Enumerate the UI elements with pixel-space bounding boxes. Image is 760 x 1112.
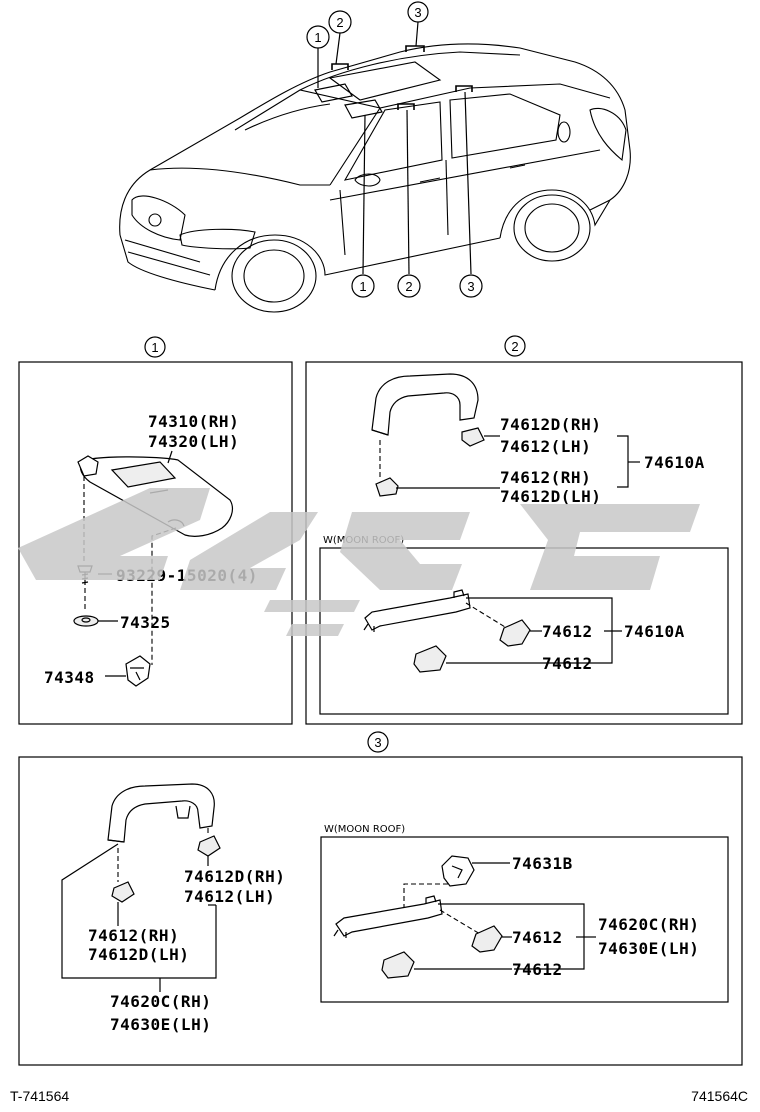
svg-text:2: 2 (511, 339, 518, 354)
car-callout-3-bottom: 3 (459, 274, 483, 298)
assist-grip-part (371, 373, 479, 436)
label-74612d-lh-bottom: 74612D(LH) (500, 487, 601, 506)
car-callout-2-bottom: 2 (397, 274, 421, 298)
svg-text:3: 3 (374, 735, 381, 750)
moonroof-grip-part-2 (363, 589, 471, 632)
label-74630e-lh: 74630E(LH) (110, 1015, 211, 1034)
moonroof-cap-a-2 (499, 619, 531, 647)
label-74620c-rh: 74620C(RH) (110, 992, 211, 1011)
bushing-part (73, 615, 99, 627)
moonroof-cap-a-3 (471, 925, 503, 953)
car-callout-2-top: 2 (328, 10, 352, 34)
label-74612-lh-top: 74612(LH) (500, 437, 591, 456)
label-74610a-mr: 74610A (624, 622, 685, 641)
rear-cap-right-part (197, 835, 221, 857)
label-74320-lh: 74320(LH) (148, 432, 239, 451)
car-illustration (119, 43, 631, 313)
car-callout-3-top: 3 (407, 1, 429, 23)
car-callout-leaders (317, 21, 472, 275)
label-74631b: 74631B (512, 854, 573, 873)
rear-assist-grip-part (107, 783, 215, 843)
label-74612d-rh-top: 74612D(RH) (500, 415, 601, 434)
hook-part (441, 855, 475, 887)
label-74348: 74348 (44, 668, 95, 687)
label-74612-rh-rear: 74612(RH) (88, 926, 179, 945)
label-74620c-rh-mr: 74620C(RH) (598, 915, 699, 934)
label-74610a: 74610A (644, 453, 705, 472)
watermark-logo (18, 488, 700, 636)
section-callout-3: 3 (367, 731, 389, 753)
footer-right-code: 741564C (691, 1088, 748, 1104)
footer-left-code: T-741564 (10, 1088, 69, 1104)
svg-text:2: 2 (336, 15, 343, 30)
section-callout-1: 1 (144, 336, 166, 358)
cap-top-part (461, 427, 485, 447)
svg-text:3: 3 (414, 5, 421, 20)
panel-3-moonroof-frame (320, 836, 729, 1003)
label-74612-rh-bottom: 74612(RH) (500, 468, 591, 487)
svg-text:1: 1 (314, 30, 321, 45)
panel-3-frame (18, 756, 743, 1066)
label-74612-mr-b-2: 74612 (542, 654, 593, 673)
svg-text:3: 3 (467, 279, 474, 294)
label-74612d-lh-rear: 74612D(LH) (88, 945, 189, 964)
rear-cap-left-part (111, 881, 135, 903)
label-74612d-rh-rear: 74612D(RH) (184, 867, 285, 886)
moonroof-cap-b-3 (381, 951, 415, 979)
label-74310-rh: 74310(RH) (148, 412, 239, 431)
visor-holder-part (125, 655, 151, 687)
label-74612-lh-rear: 74612(LH) (184, 887, 275, 906)
panel-2-frame (305, 361, 743, 725)
label-74612-mr-a-3: 74612 (512, 928, 563, 947)
moonroof-label-3: W(MOON ROOF) (324, 824, 405, 835)
label-74630e-lh-mr: 74630E(LH) (598, 939, 699, 958)
car-callout-1-top: 1 (306, 25, 330, 49)
svg-text:2: 2 (405, 279, 412, 294)
cap-bottom-part (375, 477, 399, 497)
moonroof-grip-part-3 (333, 895, 443, 938)
label-74612-mr-b-3: 74612 (512, 960, 563, 979)
moonroof-cap-b-2 (413, 645, 447, 673)
car-callout-1-bottom: 1 (351, 274, 375, 298)
svg-text:1: 1 (359, 279, 366, 294)
section-callout-2: 2 (504, 335, 526, 357)
label-74325: 74325 (120, 613, 171, 632)
svg-text:1: 1 (151, 340, 158, 355)
label-74612-mr-a-2: 74612 (542, 622, 593, 641)
